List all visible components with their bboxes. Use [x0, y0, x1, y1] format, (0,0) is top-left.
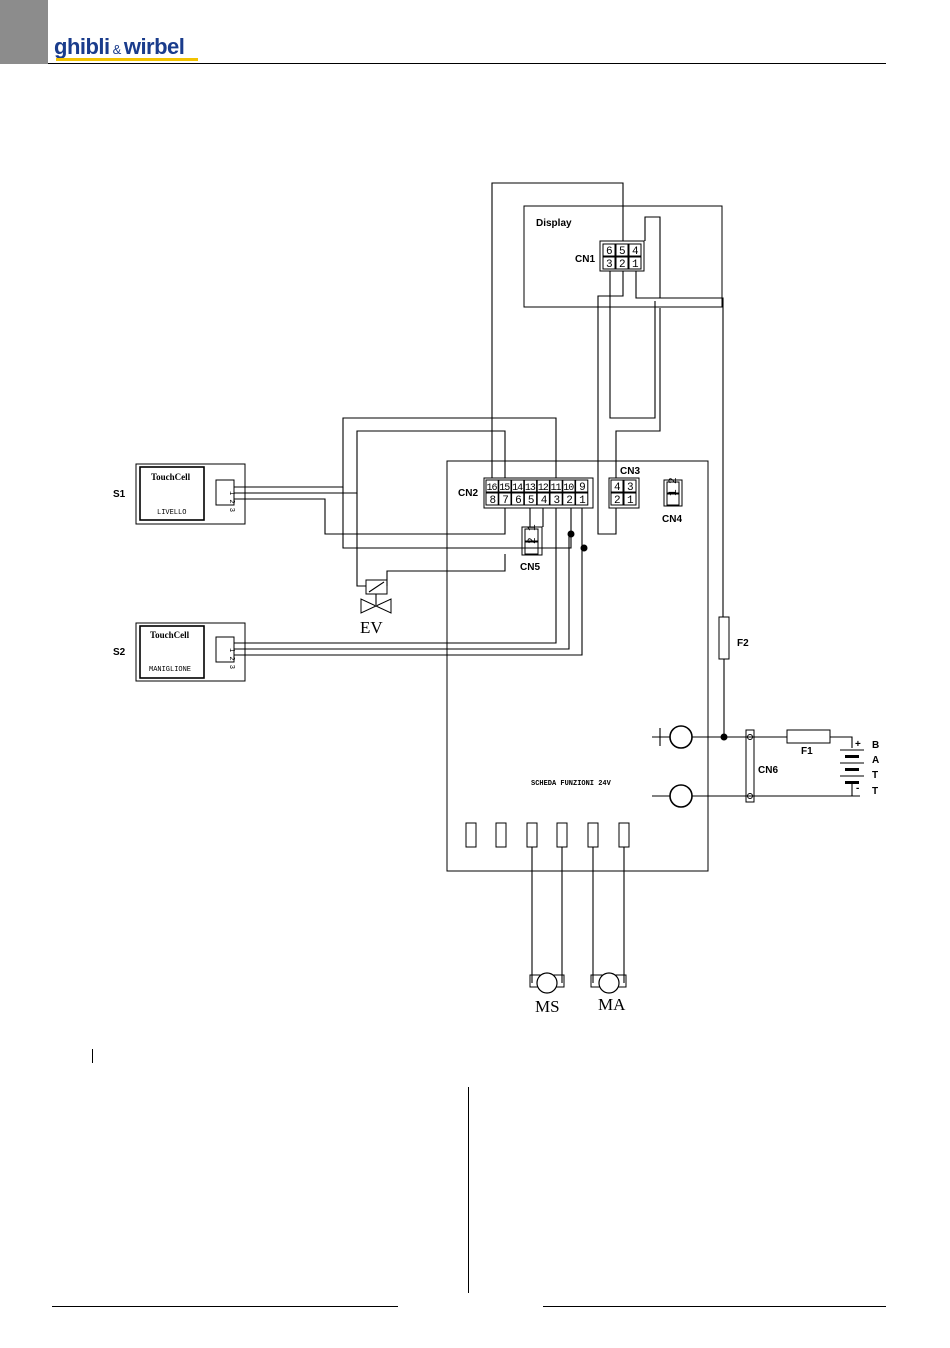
- junction-dot: [568, 531, 575, 538]
- cn3-pin-3: 3: [627, 482, 634, 494]
- s2-subtitle: MANIGLIONE: [149, 666, 191, 674]
- cn1-connector: 6 5 4 3 2 1: [600, 241, 644, 271]
- cn2-pin-13: 13: [525, 483, 536, 494]
- cn2-pin-8: 8: [490, 495, 497, 507]
- wire-s1-2: [234, 431, 505, 493]
- footer-rule-right: [543, 1306, 886, 1307]
- cn2-pin-5: 5: [528, 495, 535, 507]
- column-divider: [468, 1087, 469, 1293]
- cn3-pin-2: 2: [614, 495, 621, 507]
- wire-s2-2: [234, 534, 569, 649]
- cn2-pin-11: 11: [551, 483, 562, 494]
- board-label: SCHEDA FUNZIONI 24V: [531, 780, 612, 788]
- wire-s1-1: [234, 418, 556, 487]
- motor-ms-label: MS: [535, 997, 560, 1016]
- cn6-label: CN6: [758, 765, 778, 776]
- battery-plus: +: [855, 739, 861, 750]
- battery-letter-a: A: [872, 755, 879, 766]
- motor-ma: [599, 973, 619, 993]
- s2-title: TouchCell: [150, 630, 190, 640]
- wire-f1-batt: [830, 737, 852, 748]
- cn1-pin-2: 2: [619, 259, 626, 271]
- cn5-pin-1: 1: [527, 524, 539, 531]
- cn3-pin-1: 1: [627, 495, 634, 507]
- motor-ma-label: MA: [598, 995, 626, 1014]
- s1-subtitle: LIVELLO: [157, 509, 186, 517]
- cn2-pin-9: 9: [579, 482, 586, 494]
- footer-rule-left: [52, 1306, 398, 1307]
- margin-tick: [92, 1049, 93, 1063]
- cn3-label: CN3: [620, 466, 640, 477]
- cn4-pin-1: 1: [668, 489, 680, 496]
- ev-valve-left: [361, 599, 376, 613]
- battery-letter-t1: T: [872, 770, 878, 781]
- cn2-pin-2: 2: [566, 495, 573, 507]
- display-label: Display: [536, 218, 572, 229]
- wire-s1-3: [234, 499, 505, 534]
- wire-cn1-2-cn3: [610, 271, 655, 418]
- cn1-pin-3: 3: [606, 259, 613, 271]
- motor-ms: [537, 973, 557, 993]
- cn2-pin-7: 7: [502, 495, 509, 507]
- cn2-pin-16: 16: [487, 483, 498, 494]
- cn2-pin-1: 1: [579, 495, 586, 507]
- fuse-f1-label: F1: [801, 746, 813, 757]
- s1-title: TouchCell: [151, 472, 191, 482]
- cn2-label: CN2: [458, 488, 478, 499]
- ev-label: EV: [360, 618, 383, 637]
- cn4-label: CN4: [662, 514, 682, 525]
- cn3-pin-4: 4: [614, 482, 621, 494]
- cn2-pin-14: 14: [512, 483, 523, 494]
- cn2-pin-15: 15: [499, 483, 510, 494]
- cn2-pin-3: 3: [554, 495, 561, 507]
- negative-terminal: [670, 785, 692, 807]
- cn5-label: CN5: [520, 562, 540, 573]
- wire-ev-b: [387, 554, 505, 586]
- ev-coil-slash: [369, 582, 384, 592]
- cn1-pin-5: 5: [619, 246, 626, 258]
- battery-minus: -: [856, 783, 859, 794]
- ev-valve-right: [376, 599, 391, 613]
- junction-dot: [581, 545, 588, 552]
- s1-label: S1: [113, 489, 126, 500]
- cn4-pin-2: 2: [668, 477, 680, 484]
- board-output-terminals: [466, 823, 629, 847]
- cn1-pin-4: 4: [632, 246, 639, 258]
- cn4-connector: 2 1: [664, 477, 682, 506]
- battery-letter-t2: T: [872, 786, 878, 797]
- cn2-pin-4: 4: [541, 495, 548, 507]
- cn5-pin-2: 2: [527, 537, 539, 544]
- wire-display-to-f2: [660, 298, 723, 617]
- cn1-pin-1: 1: [632, 259, 639, 271]
- cn2-pin-12: 12: [538, 483, 549, 494]
- s1-pins: 1 2 3: [227, 491, 235, 512]
- cn6-connector: [746, 730, 754, 802]
- fuse-f1: [787, 730, 830, 743]
- cn3-connector: 4 3 2 1: [609, 478, 639, 508]
- s2-label: S2: [113, 647, 126, 658]
- fuse-f2: [719, 617, 729, 659]
- cn1-label: CN1: [575, 254, 595, 265]
- fuse-f2-label: F2: [737, 638, 749, 649]
- cn2-pin-10: 10: [563, 483, 574, 494]
- wire-cn3-4: [616, 308, 660, 478]
- cn1-pin-6: 6: [606, 246, 613, 258]
- battery-letter-b: B: [872, 740, 879, 751]
- wire-s2-1: [234, 508, 556, 643]
- s2-pins: 1 2 3: [227, 648, 235, 669]
- cn2-pin-6: 6: [515, 495, 522, 507]
- cn5-connector: 1 2: [522, 524, 542, 555]
- wire-ev-a: [357, 493, 366, 586]
- positive-terminal: [670, 726, 692, 748]
- battery-symbol: [840, 750, 864, 796]
